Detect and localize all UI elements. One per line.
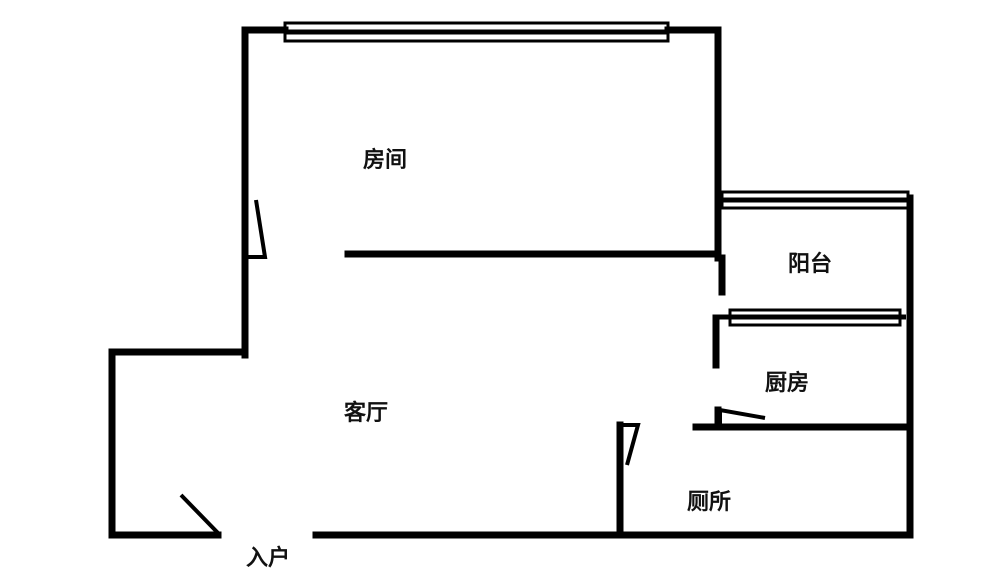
room-label-kitchen: 厨房 bbox=[764, 371, 810, 396]
kitchen-door bbox=[718, 407, 766, 425]
room-label-toilet: 厕所 bbox=[686, 490, 732, 515]
room-label-balcony: 阳台 bbox=[787, 252, 833, 277]
room-label-bedroom: 房间 bbox=[362, 148, 408, 173]
room-label-living-room: 客厅 bbox=[343, 401, 389, 426]
entrance-label: 入户 bbox=[245, 546, 291, 571]
toilet-door bbox=[620, 423, 641, 466]
entrance-door bbox=[179, 493, 220, 535]
bedroom-door bbox=[245, 199, 268, 259]
